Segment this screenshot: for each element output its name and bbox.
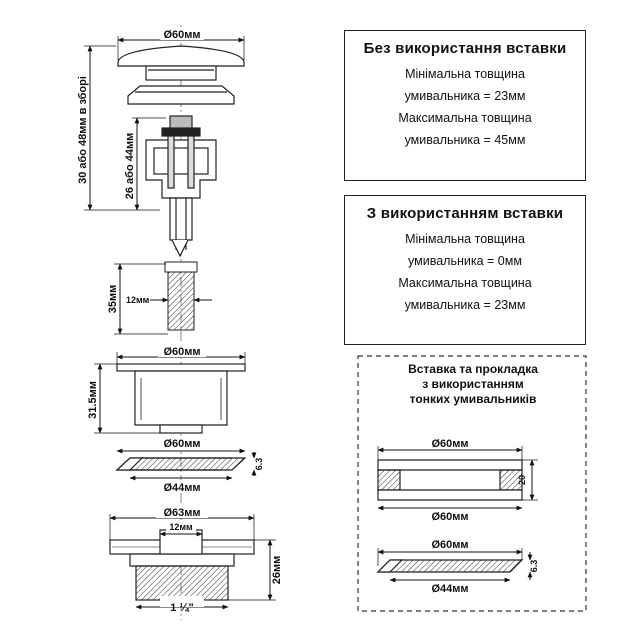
without-insert-box: Без використання вставки Мінімальна товщ… — [344, 30, 586, 181]
cap-diameter-label: Ø60мм — [163, 29, 200, 41]
gasket-thickness-dimension: 6.3 — [251, 452, 264, 476]
insert-spacer-part — [377, 459, 523, 501]
gasket-thickness-label: 6.3 — [254, 458, 264, 471]
body-hole-label: 12мм — [169, 522, 193, 532]
insert-top-dimension: Ø60мм — [377, 436, 523, 460]
flange-bottom-label: Ø60мм — [163, 438, 200, 450]
gasket-inner-right-label: Ø44мм — [431, 583, 468, 595]
stem-height-label: 26 або 44мм — [124, 133, 136, 200]
insert-height-label: 20 — [517, 475, 527, 485]
thread-size-dimension: 1 ¼" — [135, 596, 229, 614]
body-height-dimension: 26мм — [228, 539, 283, 601]
thread-length-dimension: 35мм — [107, 263, 168, 335]
insert-bottom-label: Ø60мм — [431, 511, 468, 523]
insert-panel-title-line: тонких умивальників — [409, 392, 537, 406]
thread-size-label: 1 ¼" — [170, 602, 194, 614]
flange-top-label: Ø60мм — [163, 346, 200, 358]
without-insert-line: умивальника = 45мм — [404, 133, 526, 147]
insert-panel-title-line: з використанням — [422, 377, 524, 391]
body-hole-dimension: 12мм — [159, 520, 203, 537]
body-outer-label: Ø63мм — [163, 507, 200, 519]
with-insert-line: умивальника = 0мм — [408, 254, 522, 268]
gasket-thickness-right-dimension: 6.3 — [527, 552, 539, 580]
gasket-outer-dimension: Ø60мм — [116, 436, 246, 454]
without-insert-line: Мінімальна товщина — [405, 67, 525, 81]
body-part — [109, 529, 255, 601]
flange-height-label: 31.5мм — [87, 381, 99, 419]
assembly-height-label: 30 або 48мм в зборі — [77, 76, 89, 184]
stem-height-dimension: 26 або 44мм — [124, 117, 166, 211]
insert-panel-frame — [357, 355, 587, 612]
gasket-part — [115, 457, 247, 471]
cap-diameter-dimension: Ø60мм — [117, 27, 245, 60]
insert-bottom-dimension: Ø60мм — [377, 505, 523, 523]
gasket-inner-right-dimension: Ø44мм — [389, 577, 511, 595]
body-height-label: 26мм — [271, 556, 283, 585]
flange-height-dimension: 31.5мм — [87, 363, 160, 434]
flange-top-dimension: Ø60мм — [116, 344, 246, 364]
flange-part — [116, 363, 246, 434]
with-insert-line: умивальника = 23мм — [404, 298, 526, 312]
without-insert-line: Максимальна товщина — [398, 111, 532, 125]
without-insert-title: Без використання вставки — [363, 40, 567, 57]
cap-part — [117, 45, 245, 105]
gasket-thickness-right-label: 6.3 — [529, 560, 539, 573]
with-insert-box: З використанням вставки Мінімальна товщи… — [344, 195, 586, 345]
gasket-inner-label: Ø44мм — [163, 482, 200, 494]
assembly-height-dimension: 30 або 48мм в зборі — [77, 45, 160, 211]
thin-gasket-part — [376, 559, 524, 573]
thread-diameter-label: 12мм — [126, 295, 150, 305]
without-insert-line: умивальника = 23мм — [404, 89, 526, 103]
threaded-rod — [164, 261, 198, 331]
stem-mechanism — [145, 115, 217, 258]
insert-top-label: Ø60мм — [431, 438, 468, 450]
with-insert-line: Максимальна товщина — [398, 276, 532, 290]
with-insert-line: Мінімальна товщина — [405, 232, 525, 246]
gasket-inner-dimension: Ø44мм — [129, 475, 233, 494]
insert-panel-title-line: Вставка та прокладка — [408, 362, 538, 376]
thread-diameter-dimension: 12мм — [126, 295, 212, 305]
insert-height-dimension: 20 — [517, 459, 538, 501]
body-outer-dimension: Ø63мм — [109, 505, 255, 540]
gasket-outer-right-label: Ø60мм — [431, 539, 468, 551]
gasket-outer-right-dimension: Ø60мм — [377, 537, 523, 566]
with-insert-title: З використанням вставки — [366, 205, 564, 222]
thread-length-label: 35мм — [107, 285, 119, 314]
insert-panel-title: Вставка та прокладка з використанням тон… — [362, 362, 584, 407]
